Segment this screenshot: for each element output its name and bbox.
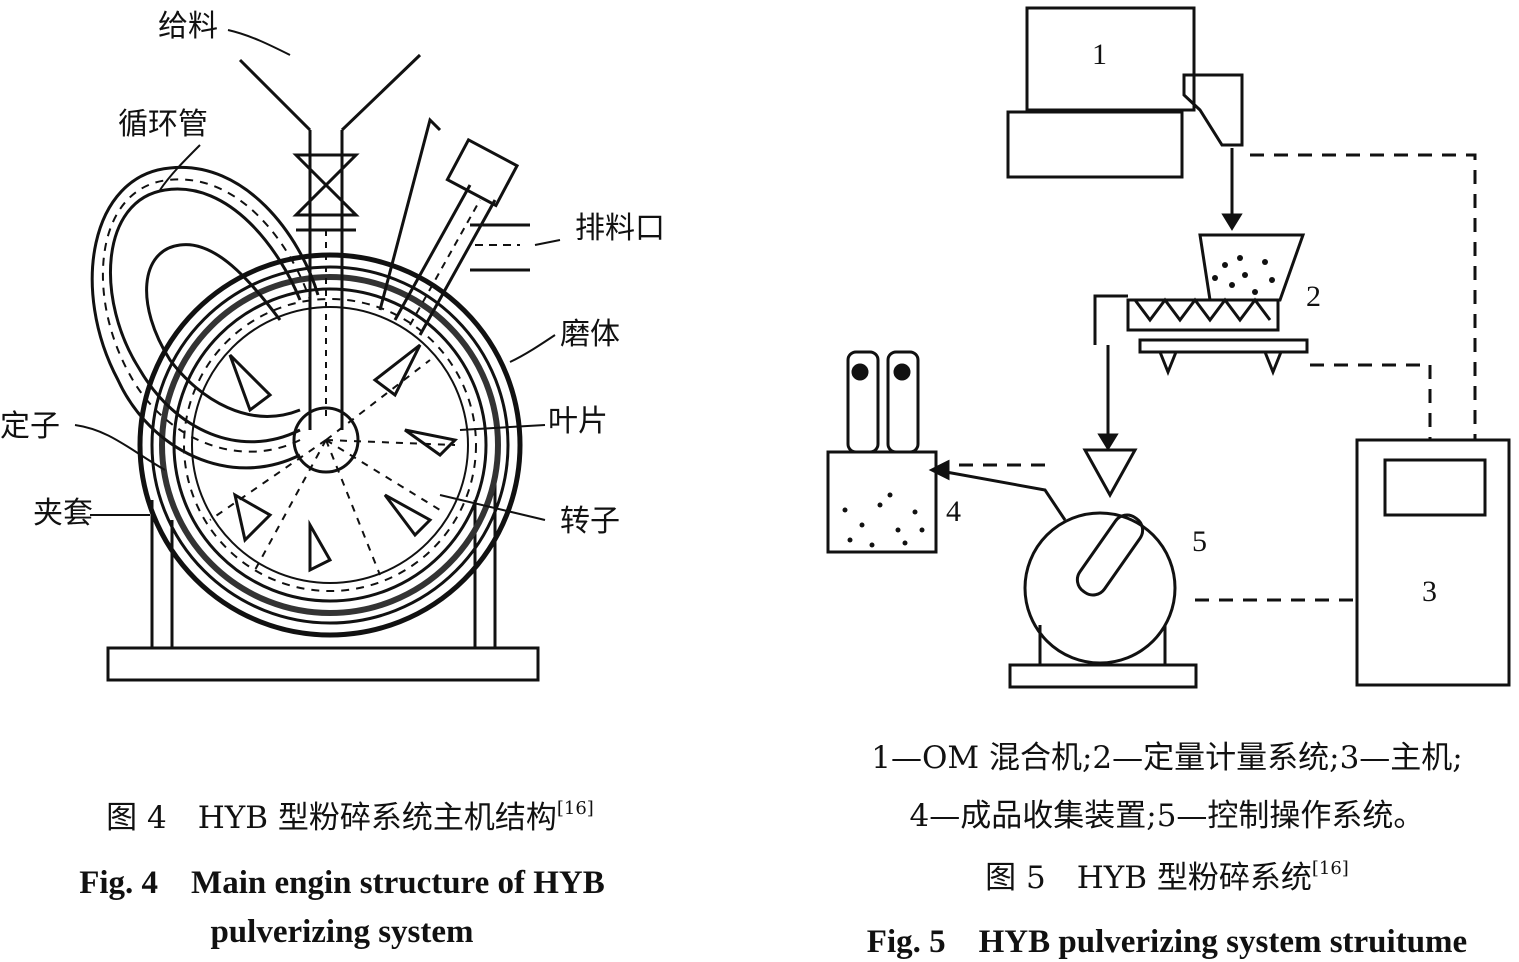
fig4-caption-cn-text: 图 4 HYB 型粉碎系统主机结构: [106, 800, 557, 836]
fig4-label-rotor: 转子: [560, 504, 620, 539]
fig4-label-feed: 给料: [158, 9, 218, 44]
fig5-number-1: 1: [1092, 38, 1107, 71]
fig4-label-discharge-outlet: 排料口: [575, 211, 665, 246]
fig5-number-4: 4: [946, 495, 961, 528]
fig4-label-circulation-pipe: 循环管: [118, 107, 208, 142]
fig5-number-3: 3: [1422, 575, 1437, 608]
fig5-collection-device: [826, 350, 938, 554]
fig4-label-blade: 叶片: [548, 404, 608, 439]
fig4-rotor-hub: [292, 406, 360, 474]
fig4-mill-body: [137, 252, 523, 638]
fig4-label-stator: 定子: [0, 409, 60, 444]
fig4-circulation-pipe: [108, 187, 302, 444]
fig5-main-machine: [1355, 438, 1511, 687]
fig5-caption-cn-text: 图 5 HYB 型粉碎系统: [985, 860, 1312, 896]
fig4-base: [106, 646, 540, 682]
fig5-number-5: 5: [1192, 525, 1207, 558]
fig4-blades: [228, 343, 459, 573]
fig4-machine-drawing: [74, 29, 561, 682]
fig4-label-mill-body: 磨体: [560, 317, 620, 352]
fig4-caption-en-line2: pulverizing system: [210, 914, 474, 950]
fig4-caption-en-line1: Fig. 4 Main engin structure of HYB: [79, 865, 605, 901]
fig4-caption-ref: [16]: [556, 798, 594, 819]
fig4-feed-valve: [292, 153, 360, 217]
fig5-caption-cn: 图 5 HYB 型粉碎系统[16]: [815, 852, 1519, 897]
fig5-system-drawing: [826, 6, 1511, 689]
fig5-legend-line2: 4—成品收集装置;5—控制操作系统。: [909, 798, 1425, 834]
fig5-caption-ref: [16]: [1311, 858, 1349, 879]
fig5-metering-system: [1093, 233, 1309, 451]
fig5-control-operation: [934, 448, 1198, 689]
fig5-number-2: 2: [1306, 280, 1321, 313]
fig4-caption-cn: 图 4 HYB 型粉碎系统主机结构[16]: [0, 792, 700, 837]
fig5-om-mixer: [1006, 6, 1244, 231]
fig5-legend-line1: 1—OM 混合机;2—定量计量系统;3—主机;: [871, 740, 1463, 776]
fig4-label-jacket: 夹套: [33, 496, 93, 531]
fig5-caption-en: Fig. 5 HYB pulverizing system struitume: [866, 924, 1468, 960]
